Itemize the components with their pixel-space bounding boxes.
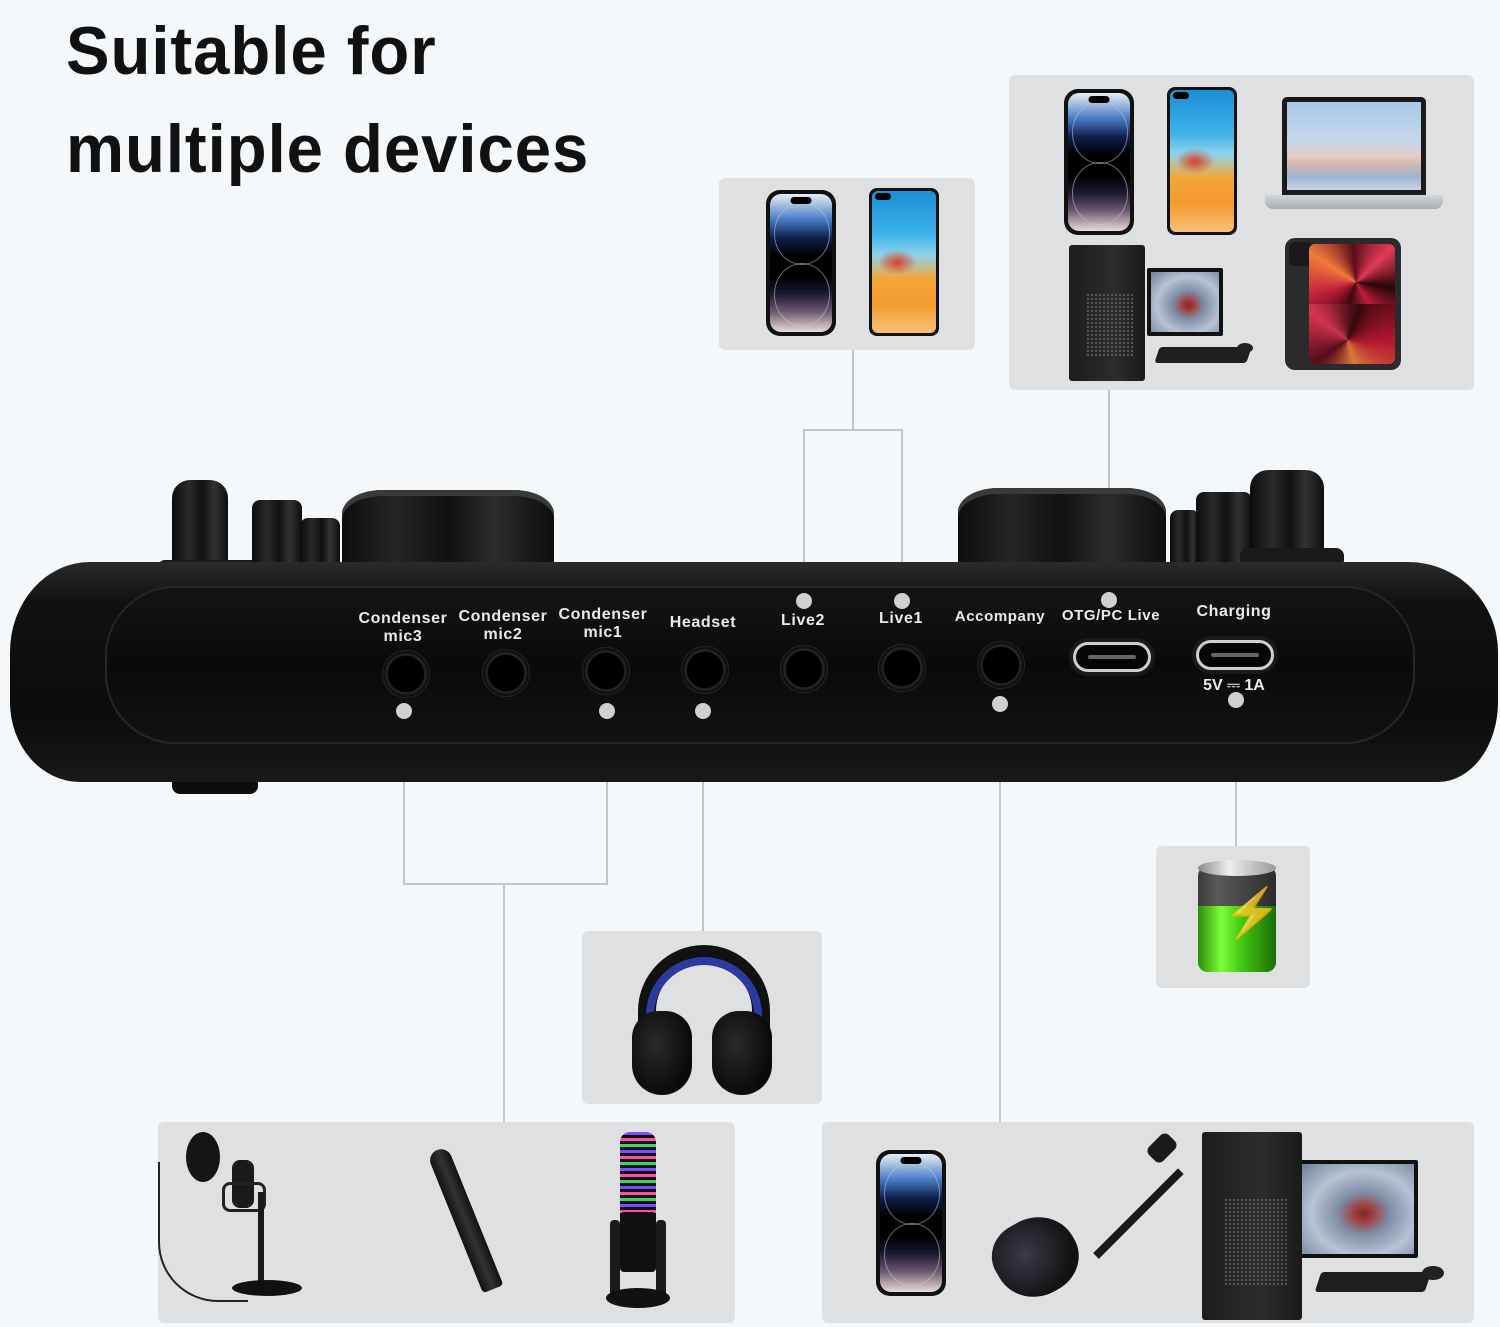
microphones-panel [158, 1122, 735, 1323]
port-label-live1: Live1 [879, 610, 923, 627]
jack-accompany[interactable] [977, 641, 1025, 689]
knob-left-1 [172, 480, 228, 572]
charging-spec: 5V ⎓ 1A [1203, 677, 1265, 694]
android-phone-icon [869, 188, 939, 336]
charging-panel: ⚡ [1156, 846, 1310, 988]
accompany-panel [822, 1122, 1474, 1323]
live-phones-panel [719, 178, 975, 350]
iphone-icon [766, 190, 836, 336]
port-label-charging: Charging [1196, 603, 1272, 620]
port-label-accompany: Accompany [954, 608, 1046, 625]
usb-c-otg-pc-live[interactable] [1073, 642, 1151, 672]
jack-live1[interactable] [878, 644, 926, 692]
port-label-headset: Headset [669, 614, 737, 631]
jack-condenser-mic3[interactable] [382, 650, 430, 698]
title-line-2: multiple devices [66, 111, 590, 187]
knob-right-1 [1170, 510, 1200, 572]
jack-condenser-mic2[interactable] [482, 649, 530, 697]
title-line-1: Suitable for [66, 13, 437, 89]
big-knob-left [342, 490, 554, 572]
mixer-front-panel [105, 586, 1415, 744]
jack-live2[interactable] [780, 645, 828, 693]
iphone-icon [876, 1150, 946, 1296]
headset-panel [582, 931, 822, 1104]
usb-c-charging[interactable] [1196, 640, 1274, 670]
tablet-icon [1285, 238, 1401, 370]
port-label-otg-pc-live: OTG/PC Live [1061, 607, 1161, 624]
page-title: Suitable for multiple devices [66, 2, 589, 198]
jack-condenser-mic1[interactable] [582, 647, 630, 695]
otg-devices-panel [1009, 75, 1474, 390]
android-phone-icon [1167, 87, 1237, 235]
iphone-icon [1064, 89, 1134, 235]
port-label-live2: Live2 [781, 612, 825, 629]
knob-left-2 [252, 500, 302, 572]
big-knob-right [958, 488, 1166, 572]
jack-headset[interactable] [681, 646, 729, 694]
